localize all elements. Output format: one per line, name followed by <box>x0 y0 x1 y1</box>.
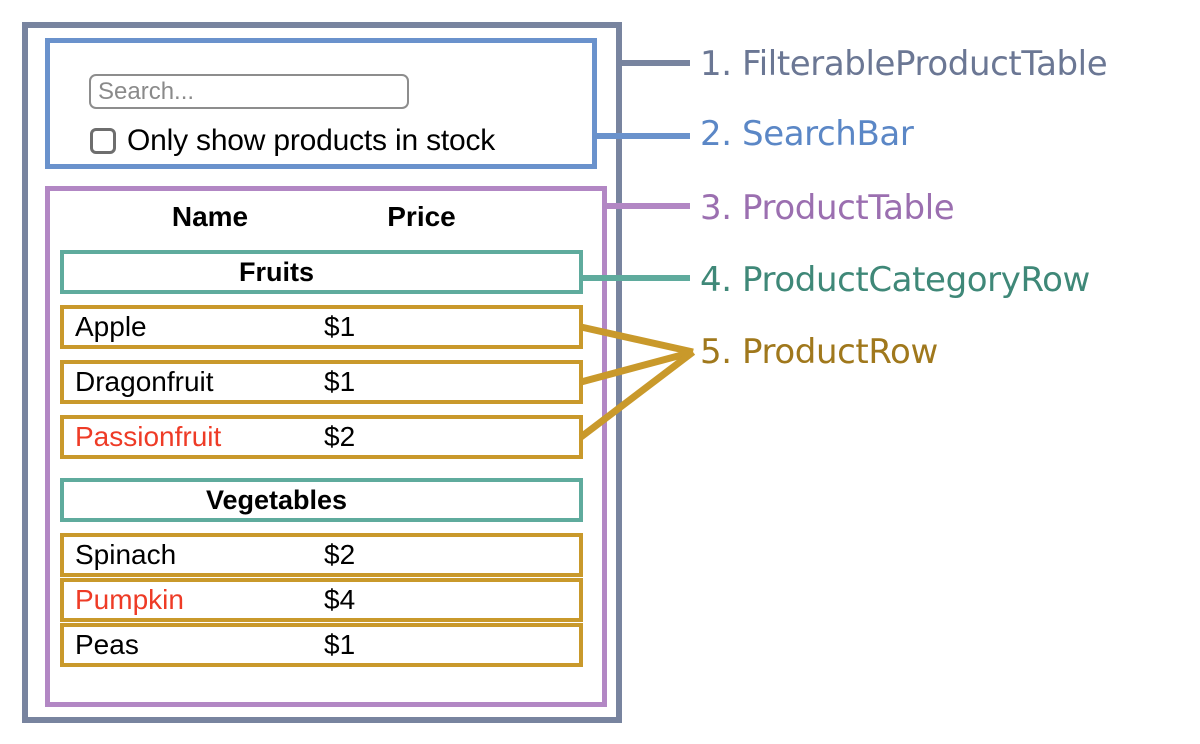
product-category-label: Vegetables <box>205 484 348 515</box>
column-header-price: Price <box>387 201 456 232</box>
product-price: $1 <box>324 311 356 342</box>
search-input[interactable] <box>89 74 409 109</box>
annotation-label-filterable-product-table: 1. FilterableProductTable <box>700 44 1108 84</box>
annotation-label-search-bar: 2. SearchBar <box>700 114 914 154</box>
product-name: Pumpkin <box>75 584 184 615</box>
column-header-name: Name <box>171 201 249 232</box>
annotation-label-product-category-row: 4. ProductCategoryRow <box>700 260 1090 300</box>
product-row: Apple $1 <box>60 305 583 349</box>
product-name: Passionfruit <box>75 421 222 452</box>
annotation-label-product-row: 5. ProductRow <box>700 332 938 372</box>
product-row: Spinach $2 <box>60 533 583 577</box>
product-category-row: Fruits <box>60 250 583 294</box>
product-table-frame <box>45 186 607 707</box>
product-category-row: Vegetables <box>60 478 583 522</box>
only-in-stock-checkbox[interactable] <box>90 128 116 154</box>
product-category-label: Fruits <box>238 256 314 287</box>
product-name: Spinach <box>75 539 177 570</box>
product-row: Pumpkin $4 <box>60 578 583 622</box>
product-price: $2 <box>324 421 356 452</box>
product-name: Dragonfruit <box>75 366 214 397</box>
product-price: $1 <box>324 629 356 660</box>
product-name: Peas <box>75 629 139 660</box>
product-row: Passionfruit $2 <box>60 415 583 459</box>
search-bar-frame <box>45 38 597 169</box>
product-price: $1 <box>324 366 356 397</box>
product-price: $4 <box>324 584 356 615</box>
product-table-header: Name Price <box>60 196 583 238</box>
product-name: Apple <box>75 311 147 342</box>
annotation-label-product-table: 3. ProductTable <box>700 188 955 228</box>
product-row: Dragonfruit $1 <box>60 360 583 404</box>
stock-filter-row[interactable]: Only show products in stock <box>90 124 495 158</box>
product-price: $2 <box>324 539 356 570</box>
product-row: Peas $1 <box>60 623 583 667</box>
only-in-stock-label: Only show products in stock <box>127 124 496 157</box>
